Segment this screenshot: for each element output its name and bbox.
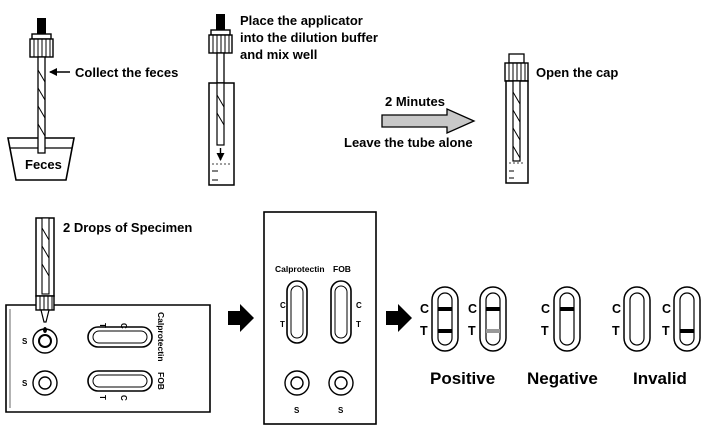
h-t-label-1: T [98, 323, 107, 328]
positive-label: Positive [430, 369, 495, 388]
h-calprotectin-label: Calprotectin [156, 312, 166, 362]
v-calprotectin-label: Calprotectin [275, 264, 325, 274]
place-line-1: Place the applicator [240, 13, 363, 28]
leave-tube-label: Leave the tube alone [344, 135, 473, 150]
h-c-label-1: C [119, 323, 128, 329]
pos-t-label: T [420, 324, 428, 338]
step-add-specimen: 2 Drops of Specimen S S T C T C Calprote… [5, 217, 211, 413]
h-c-label-2: C [119, 395, 128, 401]
pos2-c-label: C [468, 302, 477, 316]
v-s-label-1: S [294, 406, 300, 415]
negative-label: Negative [527, 369, 598, 388]
sample-well-label-2: S [22, 379, 28, 388]
inv-c-label: C [612, 302, 621, 316]
pos-c-label: C [420, 302, 429, 316]
step-place-applicator: Place the applicator into the dilution b… [208, 13, 378, 186]
cassette-vertical: Calprotectin FOB C T C T S S [263, 211, 377, 425]
arrow-right-icon-2 [386, 304, 412, 332]
h-fob-label: FOB [156, 372, 166, 390]
inv-t-label: T [612, 324, 620, 338]
neg-t-label: T [541, 324, 549, 338]
tube-with-applicator-icon [208, 14, 235, 186]
neg-c-label: C [541, 302, 550, 316]
step-wait: 2 Minutes Leave the tube alone [344, 94, 476, 150]
pos2-t-label: T [468, 324, 476, 338]
collect-label: Collect the feces [75, 65, 178, 80]
sample-well-label-1: S [22, 337, 28, 346]
step-collect: Collect the feces Feces [7, 18, 178, 181]
wait-arrow-icon [381, 107, 476, 135]
open-cap-label: Open the cap [536, 65, 618, 80]
capped-tube-icon [504, 53, 529, 184]
step-open-cap: Open the cap [504, 53, 618, 184]
place-line-3: and mix well [240, 47, 317, 62]
place-line-2: into the dilution buffer [240, 30, 378, 45]
v-fob-label: FOB [333, 264, 351, 274]
drops-label: 2 Drops of Specimen [63, 220, 192, 235]
v-t-label-2: T [356, 320, 361, 329]
inv2-c-label: C [662, 302, 671, 316]
v-c-label-1: C [280, 301, 286, 310]
invalid-label: Invalid [633, 369, 687, 388]
v-c-label-2: C [356, 301, 362, 310]
two-minutes-label: 2 Minutes [385, 94, 445, 109]
inv2-t-label: T [662, 324, 670, 338]
applicator-icon [29, 18, 54, 154]
v-t-label-1: T [280, 320, 285, 329]
dropper-tube-icon [35, 217, 55, 333]
cassette-horizontal: S S T C T C Calprotectin FOB [5, 304, 211, 413]
h-t-label-2: T [98, 395, 107, 400]
results-positive: C T C T Positive [420, 286, 507, 388]
arrow-right-icon [228, 304, 254, 332]
feces-label: Feces [25, 157, 62, 172]
results-invalid: C T C T Invalid [612, 286, 701, 388]
results-negative: C T Negative [527, 286, 598, 388]
v-s-label-2: S [338, 406, 344, 415]
